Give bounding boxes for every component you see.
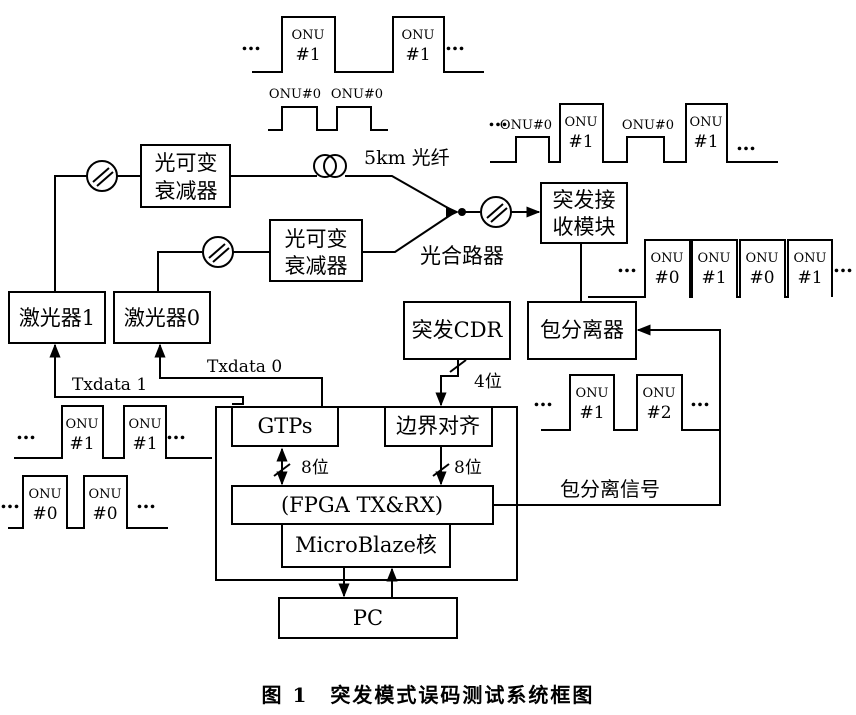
onu-pulse-number: #1 <box>579 403 604 423</box>
electrical-path <box>49 324 721 598</box>
bits4-label: 4位 <box>474 372 502 392</box>
onu-pulse-label: ONU <box>292 28 325 43</box>
onu-pulse-number: #1 <box>69 434 94 454</box>
onu-pulse-label: ONU <box>576 386 609 401</box>
waveform-right-onu12 <box>541 374 720 431</box>
burst-receiver-label-line2: 收模块 <box>553 215 616 239</box>
voa-box-2 <box>269 219 363 282</box>
ellipsis: … <box>136 489 156 513</box>
onu-pulse-number: #1 <box>693 132 718 152</box>
isolator-icon-1 <box>86 160 118 192</box>
pc-label: PC <box>353 606 383 630</box>
onu-pulse-number: #0 <box>654 268 679 288</box>
ellipsis: … <box>445 31 465 55</box>
ellipsis: … <box>617 253 637 277</box>
boundary-align-box <box>384 406 493 447</box>
onu-pulse-tag: ONU#0 <box>622 118 674 133</box>
onu-pulse-number: #1 <box>132 434 157 454</box>
ellipsis: … <box>736 131 756 155</box>
ellipsis: … <box>16 420 36 444</box>
boundary-align-label: 边界对齐 <box>396 414 480 438</box>
waveform-mixed <box>490 103 778 163</box>
pc-box <box>278 597 458 639</box>
laser0-label: 激光器0 <box>124 306 200 330</box>
microblaze-box <box>281 523 451 568</box>
onu-pulse-label: ONU <box>746 251 779 266</box>
waveform-left-onu1 <box>14 405 212 459</box>
ellipsis: … <box>241 31 261 55</box>
burst-cdr-label: 突发CDR <box>412 318 504 342</box>
laser0-box <box>113 291 211 344</box>
onu-pulse-label: ONU <box>643 386 676 401</box>
laser1-box <box>8 291 106 344</box>
voa1-label-line1: 光可变 <box>155 151 218 175</box>
fpga-label: (FPGA TX&RX) <box>281 493 443 517</box>
onu-pulse-label: ONU <box>89 487 122 502</box>
ellipsis: … <box>0 489 20 513</box>
optical-path <box>54 175 582 302</box>
bits8-left-label: 8位 <box>301 458 329 478</box>
laser1-label: 激光器1 <box>19 306 95 330</box>
onu-pulse-number: #1 <box>295 45 320 65</box>
onu-pulse-label: ONU <box>690 115 723 130</box>
onu-pulse-label: ONU <box>66 417 99 432</box>
waveform-left-onu0 <box>8 475 168 529</box>
onu-pulse-number: #0 <box>32 504 57 524</box>
onu-pulse-label: ONU <box>129 417 162 432</box>
onu-pulse-label: ONU <box>651 251 684 266</box>
txdata0-label: Txdata 0 <box>207 357 282 377</box>
ellipsis: … <box>533 387 553 411</box>
onu-pulse-number: #1 <box>405 45 430 65</box>
isolator-icon-2 <box>202 236 234 268</box>
waveform-separated <box>588 239 833 298</box>
txdata1-label: Txdata 1 <box>72 375 147 395</box>
waveform-top-onu1 <box>252 16 484 73</box>
onu-pulse-number: #1 <box>568 132 593 152</box>
onu-pulse-number: #1 <box>701 268 726 288</box>
onu-pulse-tag: ONU#0 <box>269 87 321 102</box>
ellipsis: … <box>690 387 710 411</box>
ellipsis: … <box>488 107 508 131</box>
onu-pulse-tag: ONU#0 <box>500 118 552 133</box>
onu-pulse-number: #0 <box>749 268 774 288</box>
onu-pulse-label: ONU <box>402 28 435 43</box>
burst-receiver-box <box>540 182 628 244</box>
isolator-icon-3 <box>480 196 512 228</box>
voa1-label-line2: 衰减器 <box>155 179 218 203</box>
fiber-label: 5km 光纤 <box>364 147 450 169</box>
ellipsis: … <box>166 420 186 444</box>
fiber-coil-icon <box>313 154 347 178</box>
voa2-label-line1: 光可变 <box>285 227 348 251</box>
onu-pulse-label: ONU <box>29 487 62 502</box>
microblaze-label: MicroBlaze核 <box>295 533 437 557</box>
figure-caption: 图 1 突发模式误码测试系统框图 <box>262 683 595 707</box>
waveform-onu0 <box>268 106 388 131</box>
bits8-right-label: 8位 <box>454 458 482 478</box>
onu-pulse-label: ONU <box>565 115 598 130</box>
combiner-icon <box>446 206 466 218</box>
fpga-outer-box <box>215 406 518 581</box>
onu-pulse-number: #1 <box>797 268 822 288</box>
combiner-label: 光合路器 <box>420 244 504 268</box>
ellipsis: … <box>833 253 853 277</box>
packet-signal-label: 包分离信号 <box>560 477 660 501</box>
gtps-label: GTPs <box>257 414 312 438</box>
onu-pulse-label: ONU <box>794 251 827 266</box>
onu-pulse-tag: ONU#0 <box>331 87 383 102</box>
voa2-label-line2: 衰减器 <box>285 254 348 278</box>
packet-separator-label: 包分离器 <box>540 318 624 342</box>
gtps-box <box>231 406 339 447</box>
onu-pulse-number: #0 <box>92 504 117 524</box>
onu-pulse-label: ONU <box>698 251 731 266</box>
onu-pulse-number: #2 <box>646 403 671 423</box>
burst-receiver-label-line1: 突发接 <box>553 188 616 212</box>
